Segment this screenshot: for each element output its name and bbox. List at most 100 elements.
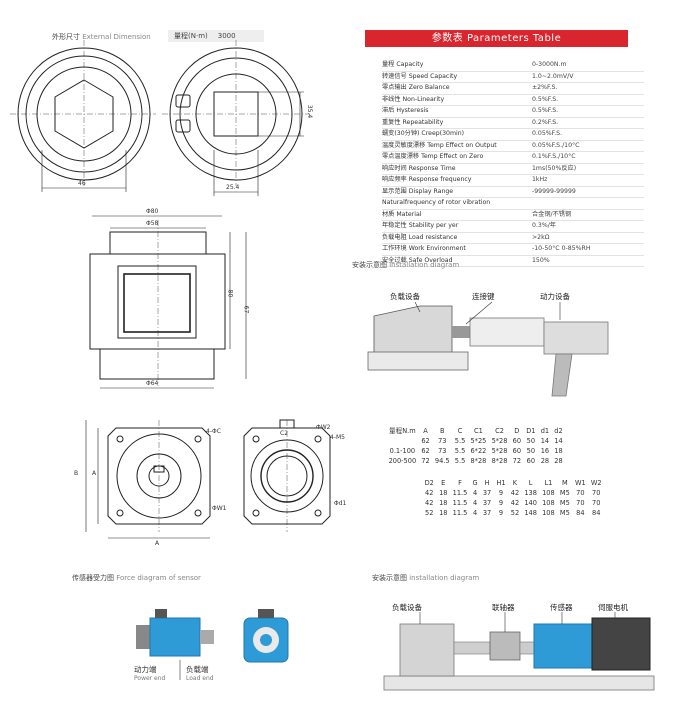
table-header-cell: D1 [526,427,536,435]
dim-phi64: Φ64 [146,380,159,387]
table-cell: 4 [472,509,478,517]
parameter-name: 量程 Capacity [382,61,424,68]
coupling-label: 联轴器 [492,603,515,612]
parameter-row: 蠕变(30分钟) Creep(30min)0.05%F.S. [382,129,644,141]
table-cell: 70 [576,499,585,507]
parameter-value: -10-50°C 0-85%RH [532,245,591,252]
parameter-name: 工作环境 Work Environment [382,245,466,252]
table-cell: 50 [526,437,536,445]
table-header-cell: G [472,479,478,487]
parameter-value: -99999-99999 [532,187,576,195]
dim-b: B [74,470,79,477]
dim-a-side: A [92,470,97,477]
table-cell: 60 [512,437,522,445]
table-cell: 5.5 [454,437,466,445]
table-cell: 60 [512,447,522,455]
table-cell: 50 [526,447,536,455]
parameter-row: 显示范围 Display Range-99999-99999 [382,187,644,198]
table-cell: 84 [592,509,601,517]
table-cell: 11.5 [452,509,468,517]
table-cell: 5.5 [454,447,466,455]
table-cell: 14 [540,437,550,445]
external-dimension-title: 外形尺寸 External Dimension [52,33,151,41]
parameter-name: 材质 Material [382,210,422,218]
parameter-name: 非线性 Non-Linearity [382,95,445,103]
table-cell: 42 [510,499,520,507]
parameter-row: 工作环境 Work Environment -10-50°C 0-85%RH [382,244,644,256]
table-cell: 62 [421,447,430,455]
load-device-label-2: 负载设备 [392,603,422,612]
parameter-value: 合金钢/不锈钢 [532,210,572,218]
table-cell: 18 [554,447,563,455]
parameter-row: Naturalfrequency of rotor vibration [382,198,644,210]
key-label: 连接键 [472,292,495,301]
parameter-name: 滞后 Hysteresis [382,107,429,114]
table-cell: 72 [421,457,430,465]
dim-25-4: 25.4 [226,184,240,191]
servo-motor-label: 伺服电机 [598,603,628,612]
parameter-name: 年稳定性 Stability per yer [382,222,459,229]
dim-phi80: Φ80 [146,208,159,215]
table-header-cell: F [458,479,462,487]
table-cell: 16 [540,447,550,455]
table-cell: 6*22 [470,447,487,455]
table-header-cell: D [514,427,520,435]
table-cell: 70 [592,489,601,497]
table-cell: M5 [559,489,570,497]
parameter-value: 1ms(50%反应) [532,164,577,172]
table-header-cell: B [440,427,445,435]
table-header-cell: M [561,479,568,487]
table-header-cell: C1 [474,427,483,435]
table-cell: 9 [498,489,504,497]
table-header-cell: C [457,427,463,435]
table-cell: 28 [540,457,550,465]
table-cell: 62 [421,437,430,445]
table-cell: M5 [559,509,570,517]
table-cell: 70 [592,499,601,507]
table-cell: 72 [512,457,522,465]
dim-c2: C2 [280,430,289,437]
table-cell: 4 [472,489,478,497]
parameter-row: 材质 Material 合金钢/不锈钢 [382,210,644,221]
table-cell: 8*28 [491,457,508,465]
table-cell: 108 [542,499,555,507]
table-cell: 9 [498,499,504,507]
parameter-value: 1kHz [532,176,548,183]
table-header-cell: K [512,479,518,487]
table-cell: 14 [554,437,563,445]
table-cell: 94.5 [434,457,450,465]
dim-phiw2: ΦW2 [316,424,331,431]
table-cell: 11.5 [452,489,468,497]
table-cell: 18 [439,489,448,497]
installation-title-2: 安装示意图 installation diagram [372,574,480,582]
power-end-label: 动力端 Power end [134,665,166,682]
installation-title-1: 安装示意图 installation diagram [352,261,460,269]
table-cell: 73 [438,437,447,445]
table-cell: 140 [524,499,537,507]
range-bar: 量程(N·m)3000 [168,30,264,42]
parameter-row: 负载电阻 Load resistance>2kΩ [382,233,644,244]
table-cell: 9 [498,509,504,517]
table-header-cell: D2 [424,479,434,487]
parameter-name: 蠕变(30分钟) Creep(30min) [382,130,465,137]
parameter-name: 重复性 Repeatability [382,118,444,126]
table-cell: 138 [524,489,537,497]
table-cell: 4 [472,499,478,507]
table-cell: 52 [425,509,434,517]
parameter-name: 温度灵敏度漂移 Temp Effect on Output [382,141,497,149]
table-cell: 5.5 [454,457,466,465]
parameter-name: 负载电阻 Load resistance [382,233,458,241]
